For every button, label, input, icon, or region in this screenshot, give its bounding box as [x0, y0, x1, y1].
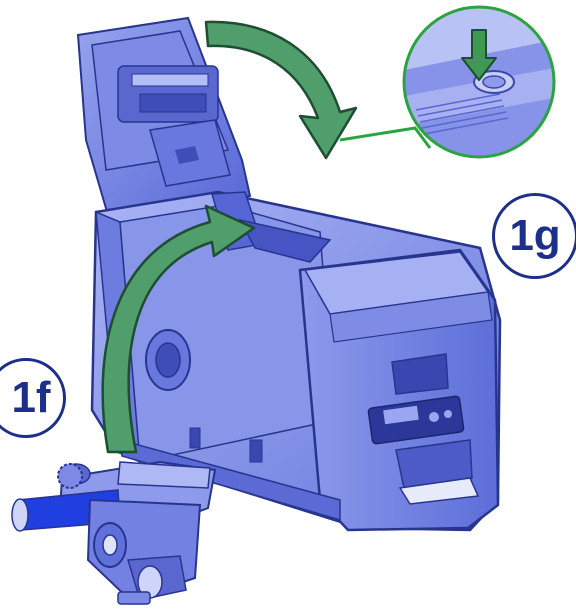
step-label-1f-text: 1f	[11, 373, 51, 422]
side-knob	[145, 329, 191, 391]
printer-lid	[76, 16, 252, 224]
step-label-1g-text: 1g	[509, 211, 561, 260]
callout-detail	[402, 5, 556, 159]
step-label-1f: 1f	[0, 358, 66, 438]
curved-arrow-icon	[204, 20, 358, 160]
lcd-panel	[367, 395, 465, 445]
step-label-1g: 1g	[492, 193, 576, 279]
down-arrow-icon	[461, 29, 497, 81]
printer-body	[90, 190, 502, 532]
ribbon-cartridge	[11, 460, 217, 605]
callout-leader	[339, 126, 432, 149]
curved-arrow-icon	[101, 204, 256, 454]
